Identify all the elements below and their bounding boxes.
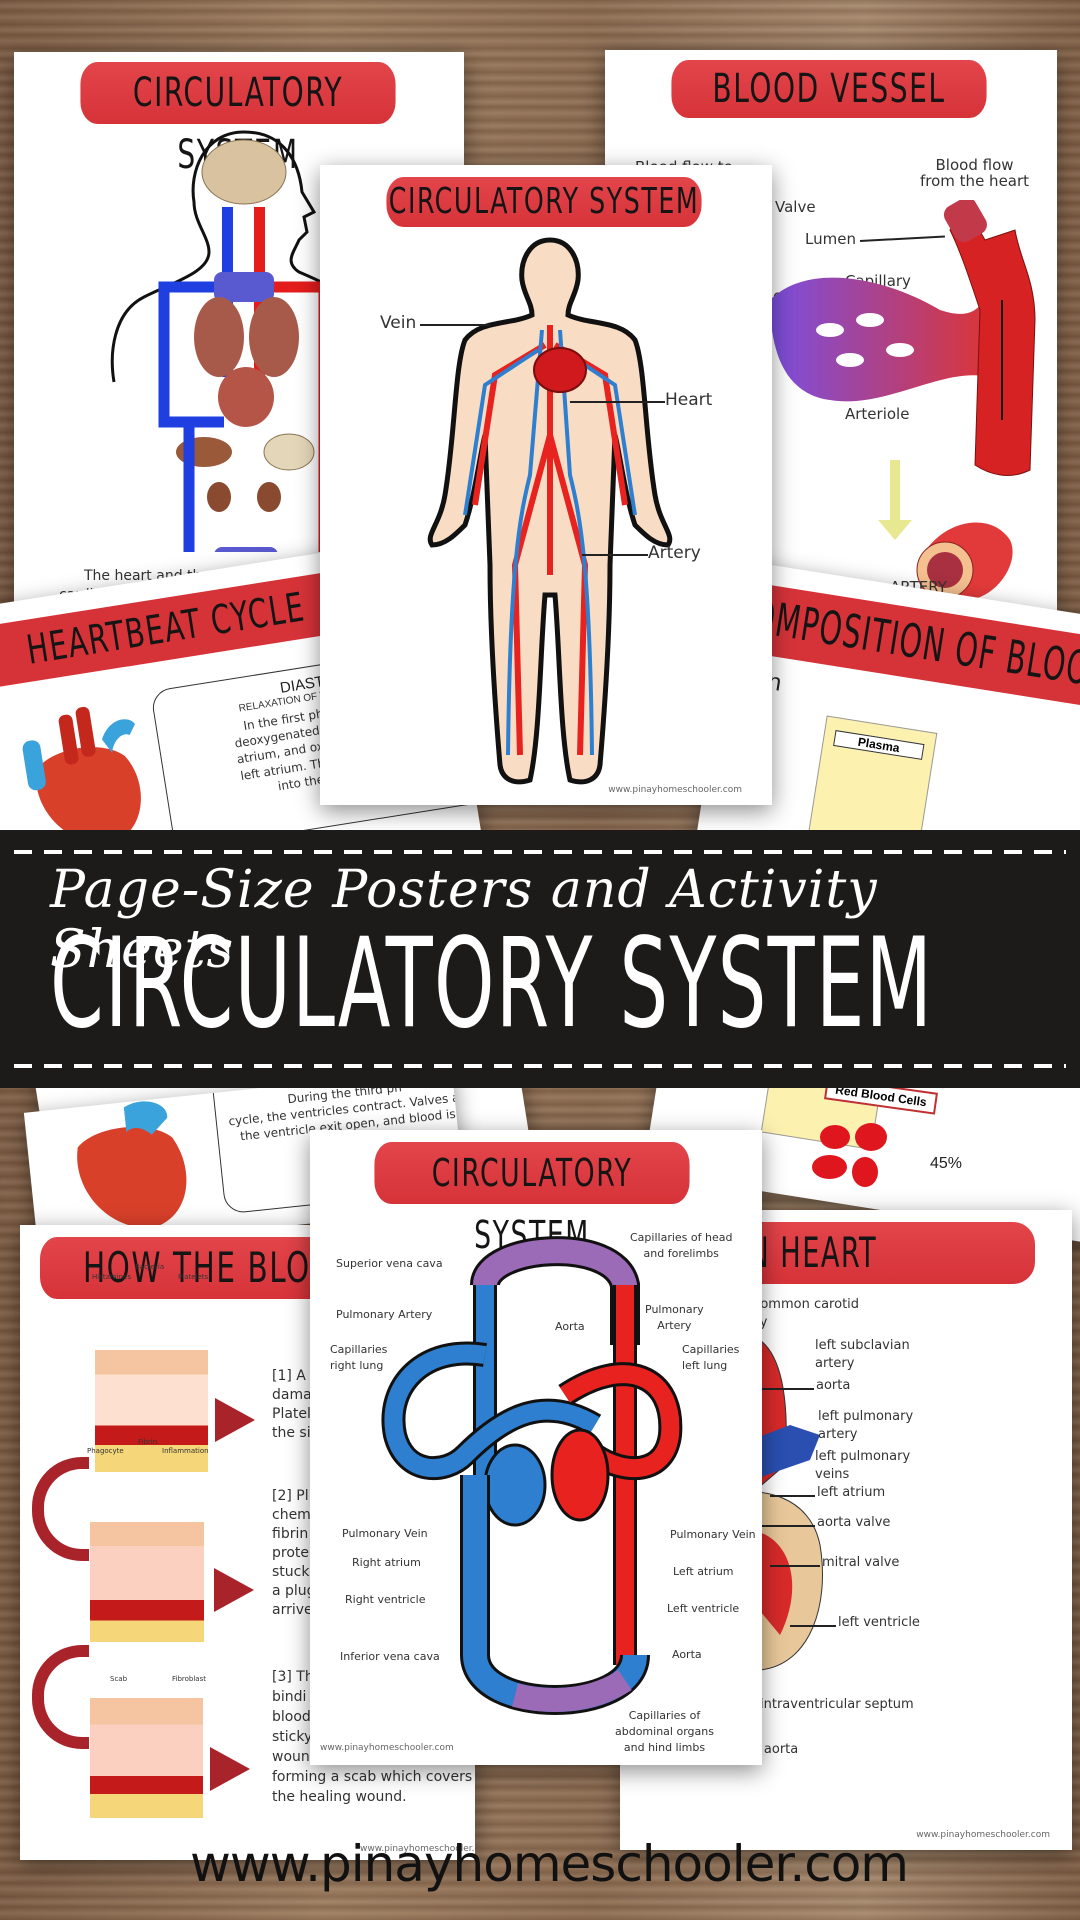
label-aorta-bottom: Aorta (672, 1648, 702, 1661)
label-arteriole: Arteriole (845, 405, 910, 423)
skin-illustration-2 (90, 1522, 204, 1642)
label-superior-vena-cava: Superior vena cava (336, 1257, 443, 1270)
rbc-percent: 45% (930, 1155, 963, 1172)
label-left-ventricle: left ventricle (838, 1615, 920, 1630)
plasma-label: Plasma (833, 730, 925, 760)
label-left-subclavian: left subclavian artery (815, 1338, 910, 1371)
poster-title-bar: CIRCULATORY SYSTEM (386, 177, 702, 227)
label-left-pulmonary-veins: left pulmonary veins (815, 1449, 911, 1482)
curved-arrow-icon (32, 1457, 89, 1561)
hero-banner: Page-Size Posters and Activity Sheets CI… (0, 830, 1080, 1088)
label-fibrin: Fibrin (138, 1438, 158, 1446)
poster-title-bar: CIRCULATORY SYSTEM (80, 62, 396, 178)
body-vessels-diagram (427, 237, 673, 785)
heart-illustration (22, 706, 141, 845)
watermark: www.pinayhomeschooler.com (320, 1743, 454, 1753)
dashed-line-top (14, 850, 1066, 854)
label-mitral-valve: mitral valve (822, 1555, 900, 1570)
step1-text: [1] A dama Platel the si (272, 1368, 312, 1441)
label-artery: Artery (648, 543, 701, 563)
blood-vessel-diagram (770, 200, 1036, 603)
watermark: www.pinayhomeschooler.com (360, 1844, 475, 1854)
skin-illustration-1 (95, 1350, 208, 1472)
label-inflammation: Inflammation (162, 1447, 209, 1455)
heart-illustration (77, 1101, 187, 1229)
step2-text: [2] Pl chemi fibrin protei stuck a plug … (272, 1488, 316, 1618)
banner-title: CIRCULATORY SYSTEM (50, 912, 934, 1056)
label-heart: Heart (665, 390, 713, 410)
poster-blood-vessel: BLOOD VESSEL Blood flow to Valve Lumen e… (605, 50, 1057, 630)
label-histamines: Histamines (92, 1273, 132, 1281)
poster-title-bar: CIRCULATORY SYSTEM (374, 1142, 690, 1257)
label-vein: Vein (380, 313, 417, 333)
curved-arrow-icon (32, 1645, 89, 1749)
poster-title: CIRCULATORY SYSTEM (388, 181, 700, 222)
label-phagocyte: Phagocyte (87, 1447, 124, 1455)
label-blood-flow-from: Blood flow from the heart (920, 156, 1030, 190)
label-pulmonary-vein-left: Pulmonary Vein (342, 1527, 428, 1540)
poster-heartbeat-cycle: HEARTBEAT CYCLE DIASTOLE RELAXATION OF T… (0, 534, 530, 1213)
dashed-line-bottom (14, 1064, 1066, 1068)
label-capillaries-left-lung: Capillaries left lung (682, 1343, 740, 1372)
red-arrow-icon (210, 1747, 250, 1791)
label-valve: Valve (775, 198, 816, 216)
label-pulmonary-artery-left: Pulmonary Artery (336, 1308, 433, 1321)
poster-title-bar: BLOOD VESSEL (671, 60, 987, 118)
label-left-ventricle: Left ventricle (667, 1602, 740, 1615)
label-aorta-valve: aorta valve (817, 1515, 891, 1530)
step3-text: [3] Th bindi blood sticky woun forming a… (272, 1669, 473, 1805)
label-aorta: aorta (816, 1378, 851, 1393)
label-left-pulmonary-artery: left pulmonary artery (818, 1409, 914, 1442)
label-capillaries-abdominal: Capillaries of abdominal organs and hind… (615, 1709, 714, 1754)
poster-title: BLOOD VESSEL (712, 66, 946, 112)
skin-illustration-3 (90, 1698, 203, 1818)
label-intraventricular-septum: intraventricular septum (760, 1697, 914, 1712)
poster-circulatory-body: CIRCULATORY SYSTEM Vein Heart Artery www… (320, 165, 772, 805)
label-lumen: Lumen (805, 230, 856, 248)
poster-circulatory-flow: CIRCULATORY SYSTEM Superior vena cava Pu… (310, 1130, 762, 1765)
label-left-atrium: left atrium (817, 1485, 886, 1500)
label-aorta-top: Aorta (555, 1320, 585, 1333)
label-pulmonary-vein-right: Pulmonary Vein (670, 1528, 756, 1541)
label-pulmonary-artery-right: Pulmonary Artery (645, 1303, 704, 1332)
poster-heartbeat-lower: During the third ph cycle, the ventricle… (23, 1067, 467, 1253)
label-left-atrium: Left atrium (673, 1565, 734, 1578)
label-right-atrium: Right atrium (352, 1556, 421, 1569)
label-capillaries-head: Capillaries of head and forelimbs (630, 1231, 733, 1260)
watermark: www.pinayhomeschooler.com (916, 1830, 1050, 1840)
label-bacteria: Bacteria (135, 1263, 165, 1271)
circulation-loop-diagram (381, 1236, 683, 1715)
label-scab: Scab (110, 1675, 128, 1683)
label-fibroblast: Fibroblast (172, 1675, 206, 1683)
rbc-panel: Red Blood Cells 45% (690, 1077, 990, 1215)
label-platelets: Platelets (178, 1273, 209, 1281)
label-right-ventricle: Right ventricle (345, 1593, 426, 1606)
label-inferior-vena-cava: Inferior vena cava (340, 1650, 440, 1663)
website-url[interactable]: www.pinayhomeschooler.com (190, 1835, 909, 1893)
red-arrow-icon (215, 1398, 255, 1442)
red-arrow-icon (214, 1568, 254, 1612)
label-capillaries-right-lung: Capillaries right lung (330, 1343, 388, 1372)
banner-subtitle: Page-Size Posters and Activity Sheets (50, 860, 878, 980)
watermark: www.pinayhomeschooler.com (608, 785, 742, 795)
